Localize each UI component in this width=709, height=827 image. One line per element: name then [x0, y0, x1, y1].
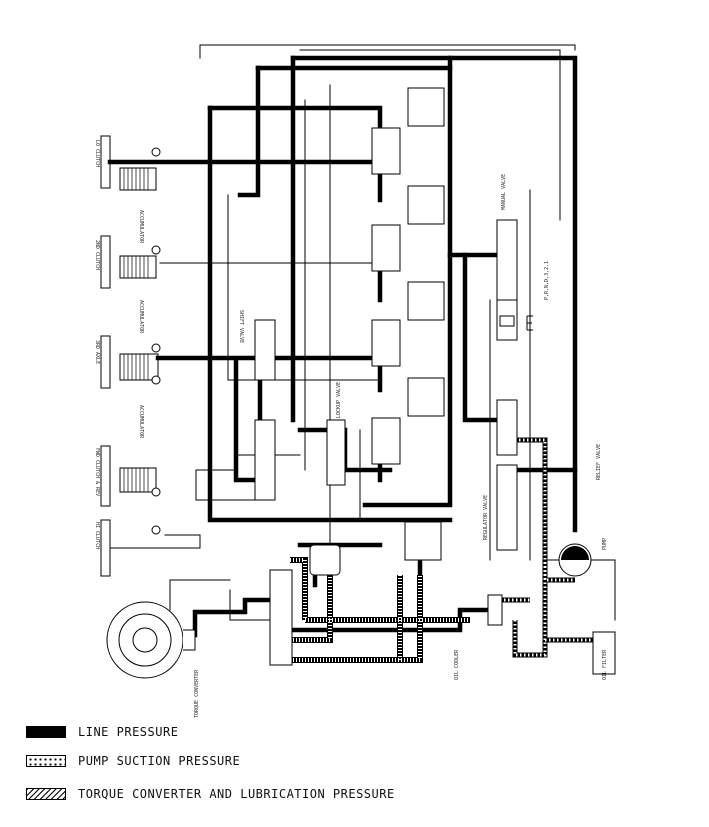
pump-suction-swatch: [26, 755, 66, 767]
check-ball-5: [151, 487, 161, 497]
relief-valve-label: RELIEF VALVE: [596, 444, 602, 480]
valve-body-4: [371, 417, 401, 465]
accumulator-label-2: ACCUMULATOR: [138, 300, 144, 334]
filter-housing: [309, 544, 341, 576]
pump-label: PUMP: [602, 538, 608, 550]
thin-circuit: [109, 44, 616, 621]
torque-converter-label: TORQUE CONVERTER: [194, 669, 200, 718]
pump-suction-label: PUMP SUCTION PRESSURE: [78, 754, 241, 768]
line-pressure-label: LINE PRESSURE: [78, 725, 179, 739]
valve-body-1: [371, 127, 401, 175]
oil-filter-box: [592, 631, 616, 675]
torque-converter-lube-label: TORQUE CONVERTER AND LUBRICATION PRESSUR…: [78, 787, 395, 801]
torque-converter-swatch: [26, 788, 66, 800]
check-ball-2: [151, 245, 161, 255]
clutch-block-5: [100, 519, 111, 577]
clutch-block-4: [100, 445, 111, 507]
check-ball-4: [151, 375, 161, 385]
shift-valve-label: SHIFT VALVE: [238, 310, 244, 343]
lockup-valve-body: [326, 419, 346, 486]
torque-converter-lube-path: [290, 557, 470, 663]
clutch-block-3: [100, 335, 111, 389]
accumulator-1: [119, 167, 157, 191]
oil-cooler-label: OIL COOLER: [454, 649, 460, 680]
accumulator-4: [119, 467, 157, 493]
line-pressure-swatch: [26, 726, 66, 738]
check-ball-6: [151, 525, 161, 535]
shift-valve-a: [254, 319, 276, 381]
gear-positions-label: P,R,N,D,3,2,1: [544, 261, 550, 300]
manual-valve-label: MANUAL VALVE: [501, 174, 507, 210]
solenoid-5: [404, 521, 442, 561]
legend-line-pressure: LINE PRESSURE: [26, 724, 178, 740]
legend-pump-suction: PUMP SUCTION PRESSURE: [26, 753, 240, 769]
accumulator-2: [119, 255, 157, 279]
accumulator-label-3: ACCUMULATOR: [138, 405, 144, 439]
converter-valve-body: [269, 569, 293, 666]
regulator-valve-label: REGULATOR VALVE: [483, 495, 489, 540]
valve-body-2: [371, 224, 401, 272]
regulator-valve-body: [496, 399, 518, 456]
legend-torque-converter: TORQUE CONVERTER AND LUBRICATION PRESSUR…: [26, 786, 395, 802]
servo-label-4: FWD CLUTCH & REV: [94, 448, 100, 496]
accumulator-label-1: ACCUMULATOR: [138, 210, 144, 244]
solenoid-1: [407, 87, 445, 127]
cooler-relief-valve: [487, 594, 503, 626]
line-pressure-circuit: [107, 55, 578, 663]
servo-label-5: HI CLUTCH: [94, 522, 100, 549]
solenoid-valves: [254, 87, 616, 675]
solenoid-2: [407, 185, 445, 225]
manual-lever-icon: [499, 315, 533, 331]
check-ball-3: [151, 343, 161, 353]
accumulator-3: [119, 353, 159, 381]
pump-half-icon: [561, 546, 589, 560]
valve-body-3: [371, 319, 401, 367]
solenoid-3: [407, 281, 445, 321]
solenoid-4: [407, 377, 445, 417]
servo-label-2: 2ND CLUTCH: [94, 240, 100, 270]
clutch-block-2: [100, 235, 111, 289]
lockup-valve-label: LOCKUP VALVE: [336, 382, 342, 418]
torque-converter: [106, 601, 196, 679]
servo-label-3: 3RD AXLE: [94, 340, 100, 364]
component-labels: ACCUMULATOR ACCUMULATOR ACCUMULATOR LO C…: [94, 140, 608, 718]
check-ball-1: [151, 147, 161, 157]
manual-valve-body: [496, 219, 518, 301]
servo-label-1: LO CLUTCH: [94, 140, 100, 167]
regulator-spring-housing: [496, 464, 518, 551]
left-components: [100, 135, 161, 577]
pump-suction-path: [500, 437, 600, 658]
shift-valve-b: [254, 419, 276, 501]
oil-filter-label: OIL FILTER: [602, 649, 608, 680]
